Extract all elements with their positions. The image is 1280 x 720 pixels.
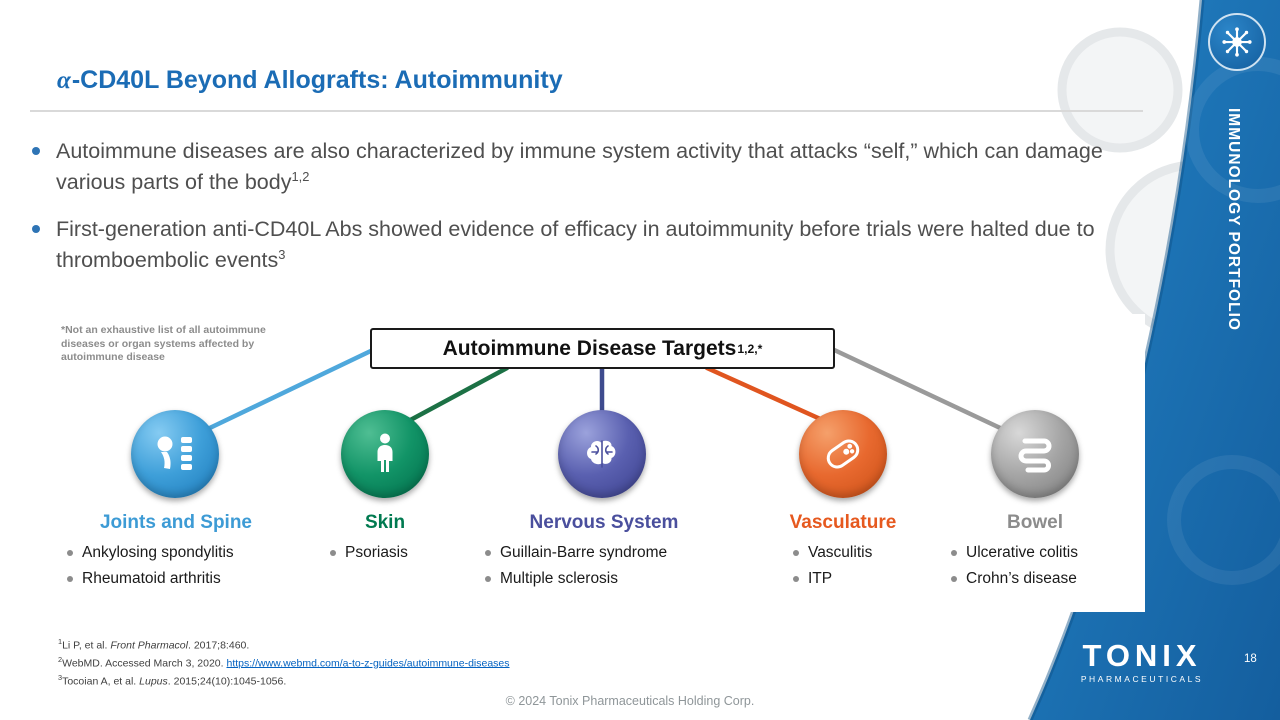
footnote-text: . 2015;24(10):1045-1056. (167, 675, 287, 688)
brand-name: TONIX (1082, 638, 1202, 673)
footnote-text: Li P, et al. (62, 639, 111, 652)
diagram-footnote-asterisk: *Not an exhaustive list of all autoimmun… (61, 324, 266, 364)
disease-name: Rheumatoid arthritis (82, 570, 221, 588)
disease-item: Guillain-Barre syndrome (485, 543, 725, 562)
bullet-dot (67, 550, 73, 556)
footnote-text: . 2017;8:460. (187, 639, 250, 652)
bullet-citation: 3 (278, 246, 286, 262)
footnote-3: 3Tocoian A, et al. Lupus. 2015;24(10):10… (58, 672, 510, 690)
target-heading: Bowel (1007, 512, 1063, 533)
diagram-title: Autoimmune Disease Targets (442, 336, 737, 360)
bullet-text: Autoimmune diseases are also characteriz… (56, 136, 1117, 197)
joint-spine-icon (157, 436, 192, 470)
bullet-dot (951, 550, 957, 556)
connector-lines (190, 345, 1016, 439)
skin-circle (341, 410, 429, 498)
footnote-2: 2WebMD. Accessed March 3, 2020. https://… (58, 654, 510, 672)
slide-title-text: -CD40L Beyond Allografts: Autoimmunity (71, 66, 563, 94)
footnote-sup: 2 (58, 654, 63, 664)
bullet-text: First-generation anti-CD40L Abs showed e… (56, 214, 1117, 275)
vasculature-circle (799, 410, 887, 498)
joints-spine-circle (131, 410, 219, 498)
disease-name: Ulcerative colitis (966, 544, 1078, 561)
disease-item: Psoriasis (330, 543, 460, 562)
bullet-citation: 1,2 (291, 168, 310, 184)
bullet-dot (485, 576, 491, 583)
disease-item: Multiple sclerosis (485, 569, 725, 588)
disease-item: Crohn’s disease (951, 569, 1137, 588)
bullet-dot (32, 225, 40, 234)
tonix-corner-logo (1208, 13, 1266, 71)
bullet-text-body: Autoimmune diseases are also characteriz… (56, 139, 1103, 194)
disease-name: Multiple sclerosis (500, 570, 619, 588)
alpha-symbol: α (57, 67, 71, 94)
bullet-dot (951, 576, 957, 583)
target-heading: Nervous System (529, 512, 679, 533)
slide-title: α-CD40L Beyond Allografts: Autoimmunity (57, 66, 563, 95)
disease-name: Guillain-Barre syndrome (500, 544, 668, 561)
brain-icon (587, 440, 616, 468)
disease-name: Psoriasis (345, 544, 408, 561)
journal-name: Front Pharmacol (110, 639, 188, 652)
bullet-dot (793, 550, 799, 556)
disease-item: Vasculitis (793, 543, 925, 562)
target-bowel: Bowel Ulcerative colitis Crohn’s disease (933, 512, 1137, 596)
bullet-dot (32, 147, 40, 155)
intestine-icon (1018, 438, 1052, 473)
title-divider (30, 110, 1143, 112)
webmd-link[interactable]: https://www.webmd.com/a-to-z-guides/auto… (226, 657, 510, 670)
bullet-dot (67, 576, 73, 583)
journal-name: Lupus (139, 675, 168, 688)
footnote-text: WebMD. Accessed March 3, 2020. (62, 657, 227, 670)
target-skin: Skin Psoriasis (310, 512, 460, 569)
target-heading: Vasculature (789, 512, 897, 533)
footnote-1: 1Li P, et al. Front Pharmacol. 2017;8:46… (58, 636, 510, 654)
brand-subtitle: PHARMACEUTICALS (1080, 674, 1204, 684)
bullet-dot (485, 550, 491, 556)
bullet-dot (793, 576, 799, 583)
copyright-notice: © 2024 Tonix Pharmaceuticals Holding Cor… (505, 694, 755, 708)
footnote-sup: 3 (58, 672, 63, 682)
disease-item: Ankylosing spondylitis (67, 543, 287, 562)
autoimmune-diagram: *Not an exhaustive list of all autoimmun… (55, 314, 1145, 612)
disease-item: ITP (793, 569, 925, 588)
bullet-text-body: First-generation anti-CD40L Abs showed e… (56, 217, 1095, 272)
tonix-logo: TONIX PHARMACEUTICALS (1064, 640, 1220, 684)
target-heading: Skin (364, 512, 406, 533)
target-nervous-system: Nervous System Guillain-Barre syndrome M… (483, 512, 725, 596)
disease-name: Ankylosing spondylitis (82, 544, 234, 561)
bullet-list: Autoimmune diseases are also characteriz… (32, 136, 1117, 292)
footnote-text: Tocoian A, et al. (62, 675, 140, 688)
disease-name: ITP (808, 570, 833, 588)
human-body-icon (377, 433, 393, 472)
target-joints-and-spine: Joints and Spine Ankylosing spondylitis … (65, 512, 287, 596)
footnotes: 1Li P, et al. Front Pharmacol. 2017;8:46… (58, 636, 510, 689)
nervous-system-circle (558, 410, 646, 498)
blood-vessel-icon (826, 439, 860, 469)
diagram-title-citation: 1,2,* (737, 341, 763, 356)
blue-band (1030, 0, 1280, 720)
bullet-dot (330, 550, 336, 556)
footnote-sup: 1 (58, 637, 63, 646)
bullet-item: First-generation anti-CD40L Abs showed e… (32, 214, 1117, 275)
target-heading: Joints and Spine (99, 512, 253, 533)
snowflake-molecule-icon (1222, 27, 1252, 57)
target-vasculature: Vasculature Vasculitis ITP (761, 512, 925, 596)
disease-name: Crohn’s disease (966, 570, 1077, 588)
page-number: 18 (1244, 653, 1257, 665)
bowel-circle (991, 410, 1079, 498)
bullet-item: Autoimmune diseases are also characteriz… (32, 136, 1117, 197)
disease-item: Rheumatoid arthritis (67, 569, 287, 588)
disease-name: Vasculitis (808, 544, 873, 561)
disease-item: Ulcerative colitis (951, 543, 1137, 562)
portfolio-band-label: IMMUNOLOGY PORTFOLIO (1225, 108, 1242, 331)
